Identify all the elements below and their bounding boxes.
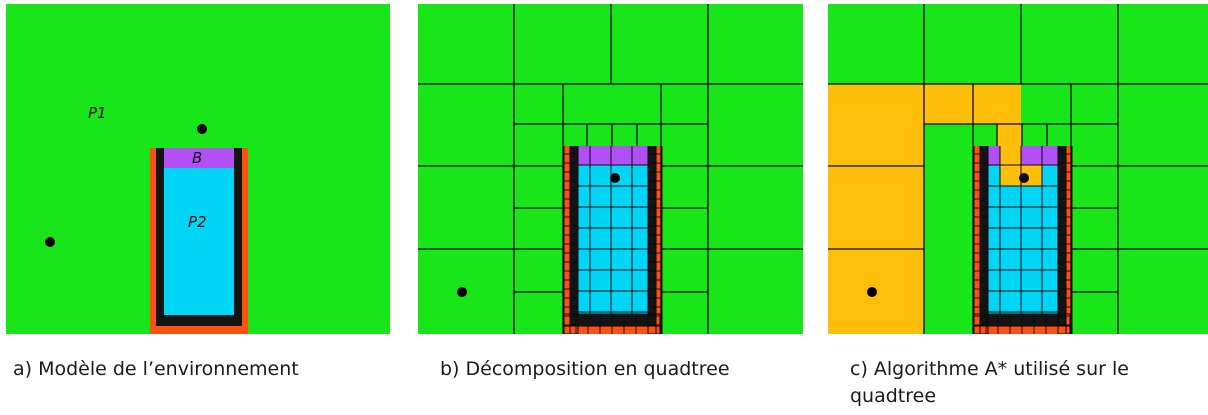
path-cell — [828, 84, 924, 166]
label-b: B — [192, 149, 202, 167]
point-start — [457, 287, 467, 297]
caption-c: c) Algorithme A* utilisé sur le quadtree — [850, 358, 1129, 407]
beach-zone — [988, 146, 1058, 165]
path-cell — [1000, 146, 1021, 165]
fine-cells — [973, 146, 1073, 334]
panel-environment-model: P1 B P2 — [6, 4, 390, 334]
pool-water — [578, 146, 648, 314]
path-cell — [924, 84, 973, 124]
label-p1: P1 — [88, 104, 107, 122]
point-goal — [610, 173, 620, 183]
quadtree-grid — [418, 4, 803, 334]
quadtree-svg — [418, 4, 803, 334]
label-p2: P2 — [188, 213, 207, 231]
panel-quadtree — [418, 4, 803, 334]
path-cell — [997, 124, 1022, 146]
beach-zone — [578, 146, 648, 165]
caption-b: b) Décomposition en quadtree — [440, 358, 730, 380]
point-goal — [197, 124, 207, 134]
point-start — [867, 287, 877, 297]
astar-svg — [828, 4, 1208, 334]
fine-cells — [563, 146, 663, 334]
caption-a: a) Modèle de l’environnement — [13, 358, 299, 380]
point-goal — [1019, 173, 1029, 183]
beach-zone — [164, 148, 234, 168]
path-cell — [973, 84, 1021, 124]
environment-svg: P1 B P2 — [6, 4, 390, 334]
panel-astar — [828, 4, 1208, 334]
quadtree-grid — [828, 4, 1208, 334]
path-cell — [828, 166, 924, 249]
astar-path-cells — [828, 84, 1022, 334]
point-start — [45, 237, 55, 247]
pool-water — [164, 148, 234, 315]
